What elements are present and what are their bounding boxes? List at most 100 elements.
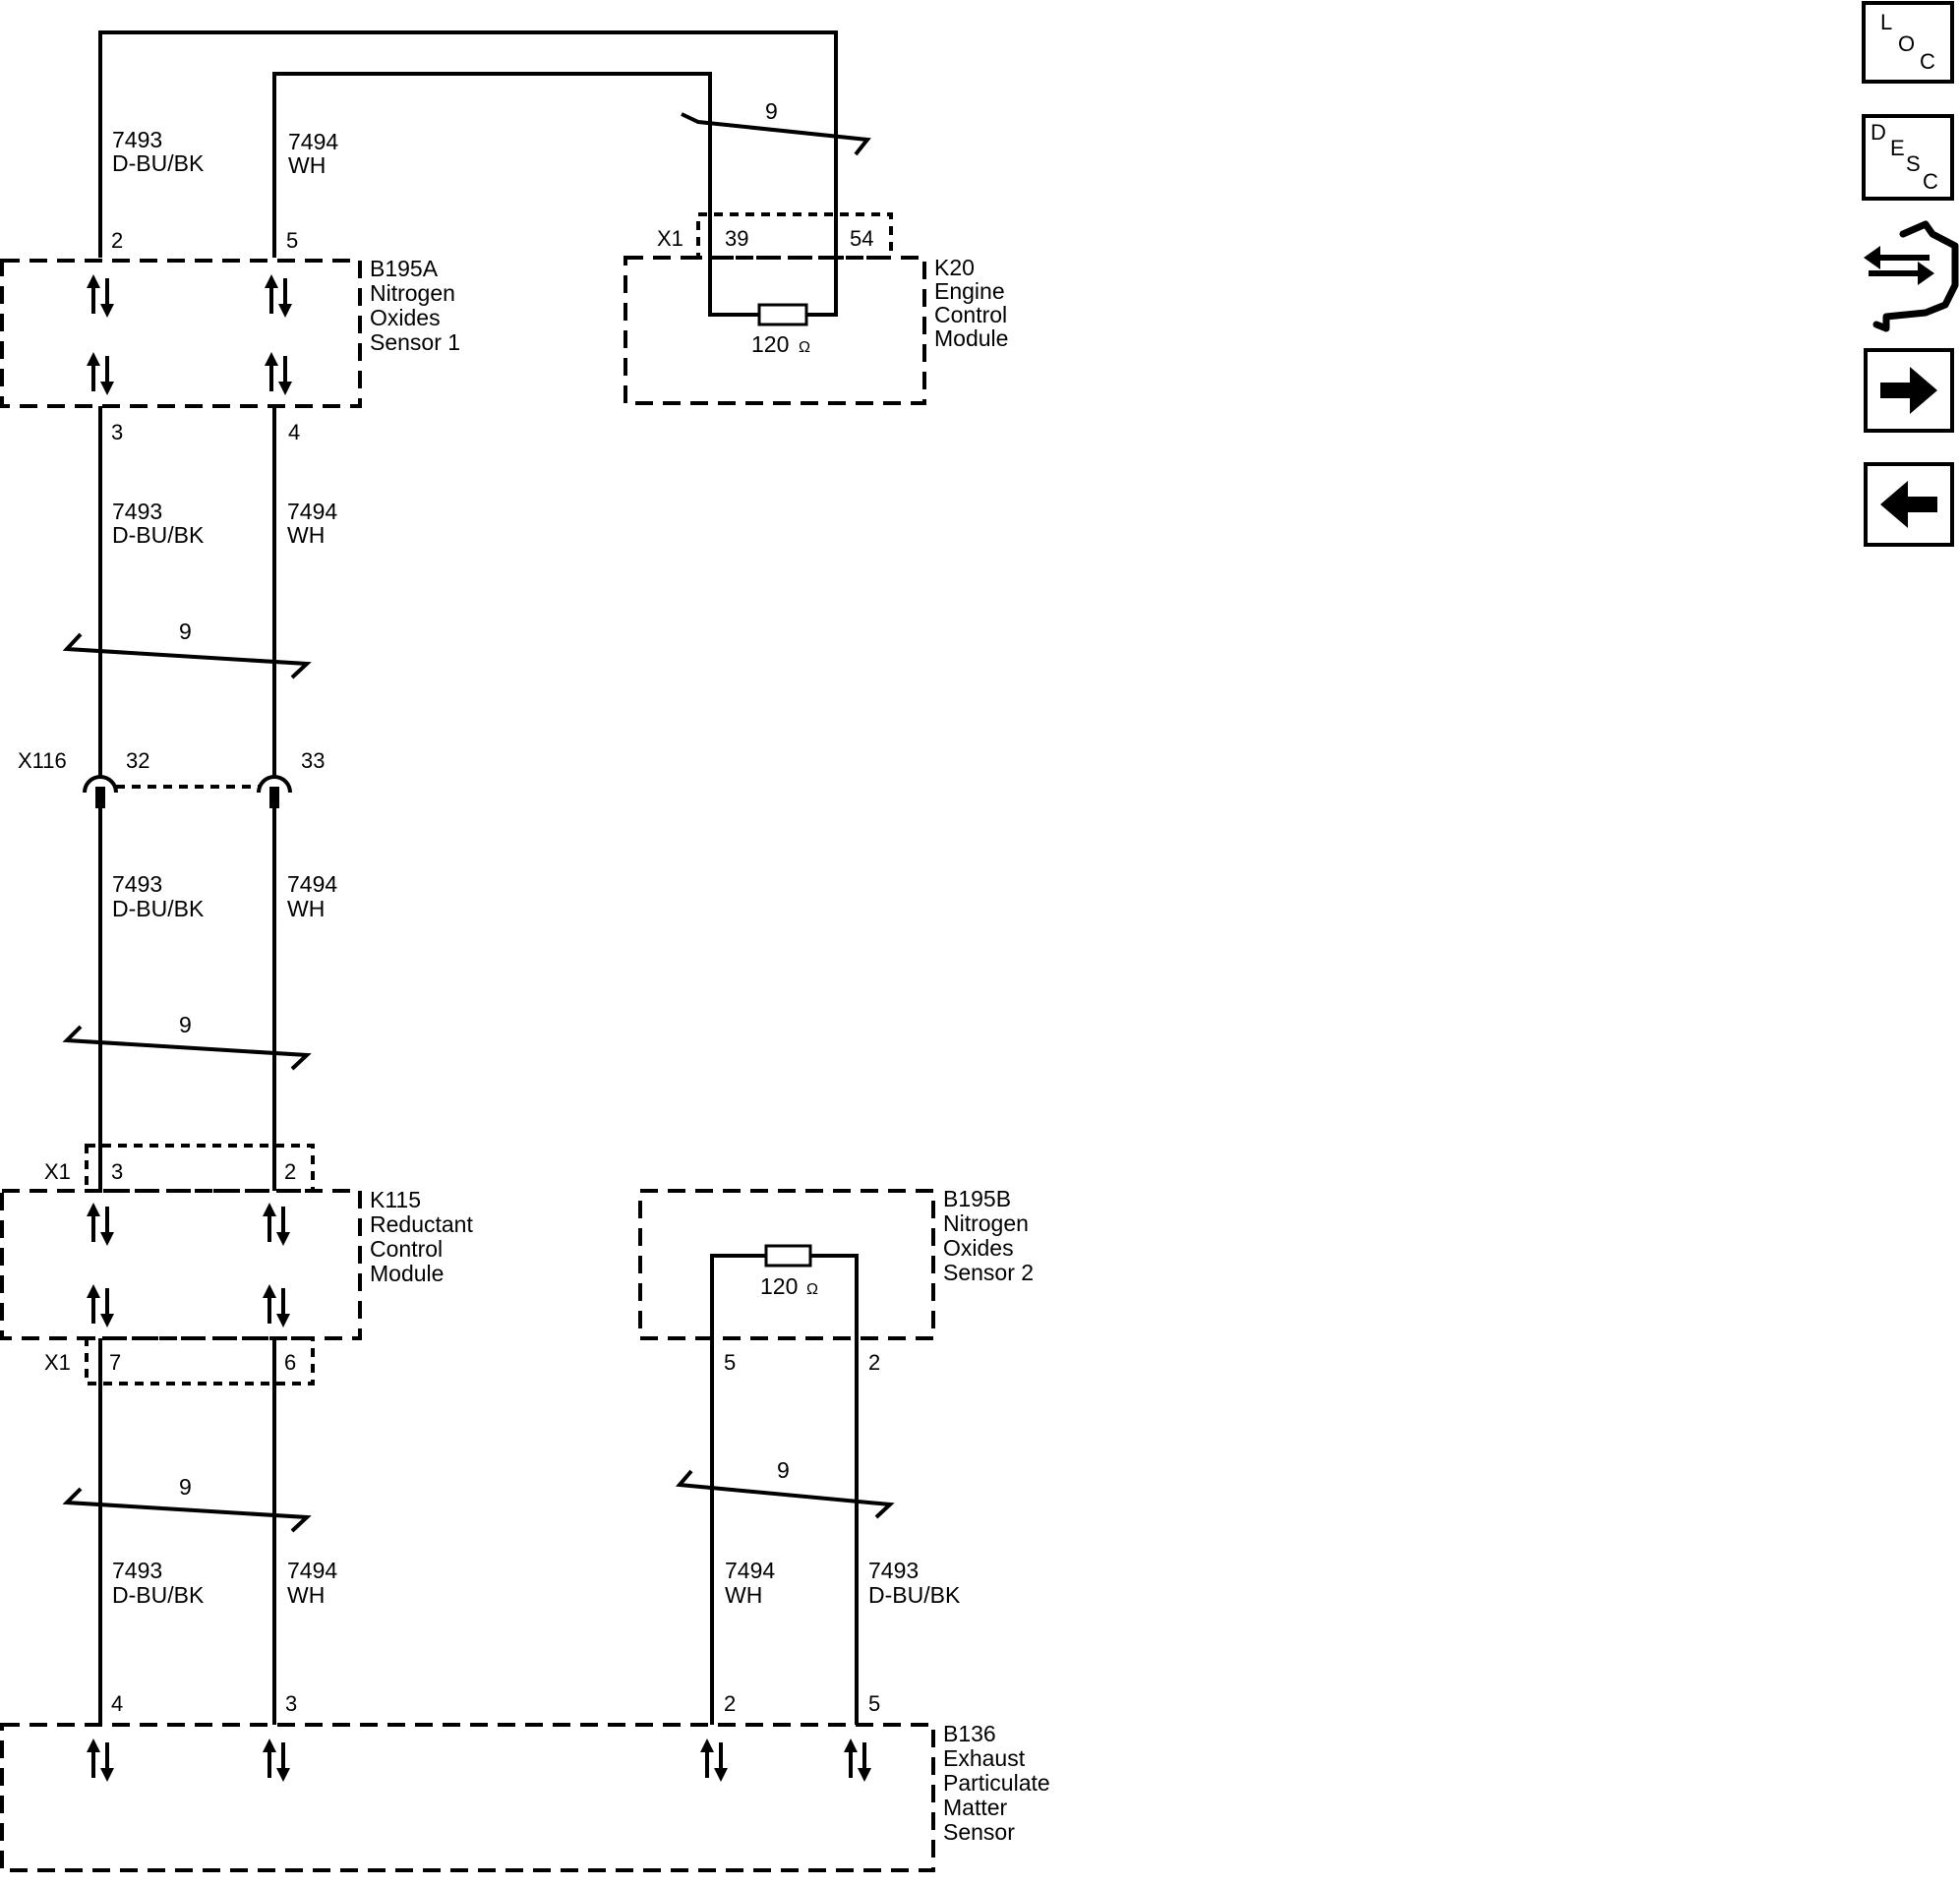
wire-7494-circuit-1: 7494: [288, 129, 338, 154]
svg-text:3: 3: [111, 420, 123, 444]
svg-text:B195B: B195B: [943, 1186, 1011, 1211]
svg-text:C: C: [1920, 49, 1935, 74]
svg-text:9: 9: [765, 98, 778, 124]
k20-termination-resistor: [757, 303, 808, 326]
wire-7494-circuit-3: 7494: [287, 871, 337, 897]
previous-page-button[interactable]: [1864, 462, 1954, 547]
svg-text:39: 39: [725, 226, 748, 251]
svg-text:Matter: Matter: [943, 1795, 1008, 1820]
twisted-pair-marker: 9: [62, 1012, 312, 1071]
svg-text:33: 33: [301, 748, 325, 773]
k20-engine-control-module: X1 39 54 120 Ω K20 Engine Control Module: [624, 212, 1008, 405]
svg-text:6: 6: [284, 1350, 296, 1375]
twisted-pair-marker: 9: [62, 619, 312, 679]
svg-text:3: 3: [285, 1691, 297, 1716]
wire-7494-circuit-5: 7494: [725, 1558, 775, 1583]
wire-7493-circuit-2: 7493: [112, 499, 162, 524]
svg-text:32: 32: [126, 748, 149, 773]
svg-text:2: 2: [284, 1159, 296, 1184]
wire-7494-color-2: WH: [287, 522, 325, 548]
svg-text:Nitrogen: Nitrogen: [943, 1210, 1029, 1236]
svg-text:E: E: [1890, 136, 1905, 160]
b136-exhaust-particulate-matter-sensor: 4 3 2 5 B136 Exhaust Particulate Matter …: [0, 1691, 1050, 1872]
arrow-left-icon: [1880, 481, 1937, 528]
b195a-nitrogen-oxides-sensor-1: 2 5 3 4 B195A Nitrogen Oxides Sensor 1: [0, 228, 460, 444]
wire-7494-circuit-4: 7494: [287, 1558, 337, 1583]
svg-text:Particulate: Particulate: [943, 1770, 1050, 1796]
svg-text:B136: B136: [943, 1721, 996, 1746]
wire-7493-color-4: D-BU/BK: [112, 1582, 205, 1608]
svg-text:7: 7: [109, 1350, 121, 1375]
svg-text:120: 120: [751, 331, 789, 357]
wire-7493-color-5: D-BU/BK: [868, 1582, 961, 1608]
svg-text:4: 4: [288, 420, 300, 444]
svg-text:S: S: [1906, 151, 1921, 176]
x116-inline-connector: X116 32 33: [18, 748, 325, 808]
svg-text:C: C: [1923, 169, 1938, 194]
svg-text:Sensor: Sensor: [943, 1819, 1015, 1845]
svg-text:Sensor 1: Sensor 1: [370, 329, 460, 355]
svg-text:Module: Module: [934, 325, 1008, 351]
next-page-button[interactable]: [1864, 348, 1954, 433]
wire-7493-circuit-5: 7493: [868, 1558, 919, 1583]
svg-text:5: 5: [724, 1350, 736, 1375]
svg-text:Oxides: Oxides: [943, 1235, 1014, 1261]
wire-7493-circuit-3: 7493: [112, 871, 162, 897]
arrow-right-icon: [1880, 367, 1937, 414]
svg-text:9: 9: [179, 619, 192, 644]
wire-7494-color-4: WH: [287, 1582, 325, 1608]
svg-text:9: 9: [179, 1012, 192, 1037]
svg-text:4: 4: [111, 1691, 123, 1716]
svg-text:5: 5: [286, 228, 298, 253]
svg-text:D: D: [1871, 120, 1886, 145]
svg-text:X1: X1: [657, 226, 683, 251]
k115-reductant-control-module: X1 3 2 X1 7 6 K115 Reductant Control Mod…: [0, 1144, 473, 1386]
wire-7494-color-1: WH: [288, 152, 326, 178]
svg-text:B195A: B195A: [370, 256, 439, 281]
svg-text:Reductant: Reductant: [370, 1211, 473, 1237]
wire-7493-color-2: D-BU/BK: [112, 522, 205, 548]
svg-text:Exhaust: Exhaust: [943, 1745, 1026, 1771]
wire-7493-circuit-1: 7493: [112, 127, 162, 152]
wire-7494-top: [272, 72, 759, 317]
svg-text:K20: K20: [934, 255, 975, 280]
svg-text:O: O: [1898, 31, 1915, 56]
wire-7493-top: [98, 30, 838, 317]
svg-text:54: 54: [850, 226, 873, 251]
svg-text:Control: Control: [370, 1236, 443, 1262]
svg-text:K115: K115: [370, 1187, 421, 1212]
svg-text:2: 2: [724, 1691, 736, 1716]
loc-button[interactable]: L O C: [1862, 1, 1954, 84]
svg-text:120: 120: [760, 1273, 798, 1299]
b195b-nitrogen-oxides-sensor-2: 120 Ω 5 2 B195B Nitrogen Oxides Sensor 2: [638, 1186, 1034, 1725]
twisted-pair-marker: 9: [681, 98, 871, 156]
wire-7494-color-5: WH: [725, 1582, 762, 1608]
k115-x1-bottom-connector: [85, 1336, 315, 1386]
wire-7493-circuit-4: 7493: [112, 1558, 162, 1583]
svg-text:Control: Control: [934, 302, 1007, 327]
desc-button[interactable]: D E S C: [1862, 114, 1954, 201]
svg-text:9: 9: [179, 1474, 192, 1500]
wire-7494-color-3: WH: [287, 896, 325, 921]
svg-text:Sensor 2: Sensor 2: [943, 1260, 1034, 1285]
svg-text:2: 2: [111, 228, 123, 253]
svg-text:Oxides: Oxides: [370, 305, 441, 330]
wire-7493-color-1: D-BU/BK: [112, 150, 205, 176]
svg-text:3: 3: [111, 1159, 123, 1184]
svg-text:Nitrogen: Nitrogen: [370, 280, 455, 306]
twisted-pair-marker: 9: [675, 1457, 895, 1519]
svg-text:Engine: Engine: [934, 278, 1005, 304]
svg-text:L: L: [1880, 10, 1892, 34]
diagnostic-connector-icon[interactable]: [1864, 220, 1959, 332]
wire-7494-circuit-2: 7494: [287, 499, 337, 524]
twisted-pair-marker: 9: [62, 1474, 312, 1533]
svg-text:X116: X116: [18, 748, 67, 773]
svg-text:X1: X1: [44, 1350, 71, 1375]
svg-text:2: 2: [868, 1350, 880, 1375]
svg-text:Module: Module: [370, 1261, 444, 1286]
svg-text:9: 9: [777, 1457, 790, 1483]
wire-7493-color-3: D-BU/BK: [112, 896, 205, 921]
svg-text:Ω: Ω: [799, 339, 810, 356]
svg-text:5: 5: [868, 1691, 880, 1716]
